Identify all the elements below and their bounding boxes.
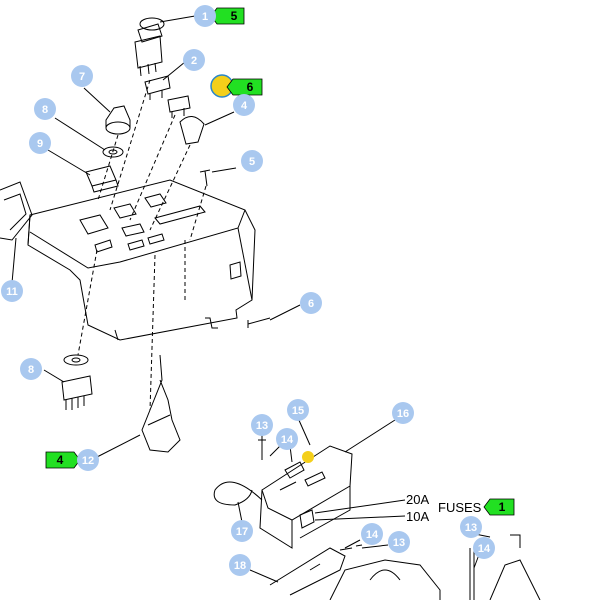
callout-13-c[interactable]: 13 <box>460 516 482 538</box>
callout-18-label: 18 <box>234 560 246 572</box>
callout-13-b-label: 13 <box>393 537 405 549</box>
callout-14-a-label: 14 <box>281 434 294 446</box>
diagram-line-art <box>0 15 541 600</box>
callout-11[interactable]: 11 <box>1 280 23 302</box>
callout-17[interactable]: 17 <box>231 520 253 542</box>
tag-4-label: 4 <box>57 453 64 467</box>
callout-15[interactable]: 15 <box>287 399 309 421</box>
callout-7[interactable]: 7 <box>71 65 93 87</box>
callout-1[interactable]: 1 <box>194 5 216 27</box>
callout-8-lower[interactable]: 8 <box>20 358 42 380</box>
tag-5-label: 5 <box>231 9 238 23</box>
callout-12-label: 12 <box>82 455 94 467</box>
callout-8-upper[interactable]: 8 <box>34 98 56 120</box>
callout-8-upper-label: 8 <box>42 104 48 116</box>
callout-14-c-label: 14 <box>478 543 491 555</box>
highlight-marker-fuse <box>302 451 314 463</box>
tag-1-fuses[interactable]: 1 <box>483 498 515 516</box>
callout-15-label: 15 <box>292 405 304 417</box>
callout-6-label: 6 <box>308 298 314 310</box>
fuses-label: FUSES <box>438 500 482 515</box>
callout-2-label: 2 <box>191 55 197 67</box>
callout-12[interactable]: 12 <box>77 449 99 471</box>
callout-6[interactable]: 6 <box>300 292 322 314</box>
callout-18[interactable]: 18 <box>229 554 251 576</box>
callout-4[interactable]: 4 <box>233 94 255 116</box>
callout-14-c[interactable]: 14 <box>473 537 495 559</box>
callout-14-b[interactable]: 14 <box>361 523 383 545</box>
fuse-10a-label: 10A <box>406 509 429 524</box>
callout-14-b-label: 14 <box>366 529 379 541</box>
tag-1-label: 1 <box>499 500 506 514</box>
callout-2[interactable]: 2 <box>183 49 205 71</box>
callout-17-label: 17 <box>236 526 248 538</box>
callout-1-label: 1 <box>202 11 208 23</box>
callout-16-label: 16 <box>397 408 409 420</box>
callout-11-label: 11 <box>6 286 18 298</box>
fuse-20a-label: 20A <box>406 492 429 507</box>
callout-4-label: 4 <box>241 100 248 112</box>
callout-9-label: 9 <box>37 138 43 150</box>
callout-13-a[interactable]: 13 <box>251 414 273 436</box>
callout-13-a-label: 13 <box>256 420 268 432</box>
tag-6-label: 6 <box>247 80 254 94</box>
callout-13-c-label: 13 <box>465 522 477 534</box>
callout-9[interactable]: 9 <box>29 132 51 154</box>
callout-8-lower-label: 8 <box>28 364 34 376</box>
callout-16[interactable]: 16 <box>392 402 414 424</box>
tag-6[interactable]: 6 <box>226 78 263 96</box>
callout-5[interactable]: 5 <box>241 150 263 172</box>
callout-7-label: 7 <box>79 71 85 83</box>
callout-14-a[interactable]: 14 <box>276 428 298 450</box>
tag-4[interactable]: 4 <box>45 451 81 469</box>
callout-13-b[interactable]: 13 <box>388 531 410 553</box>
callout-5-label: 5 <box>249 156 255 168</box>
